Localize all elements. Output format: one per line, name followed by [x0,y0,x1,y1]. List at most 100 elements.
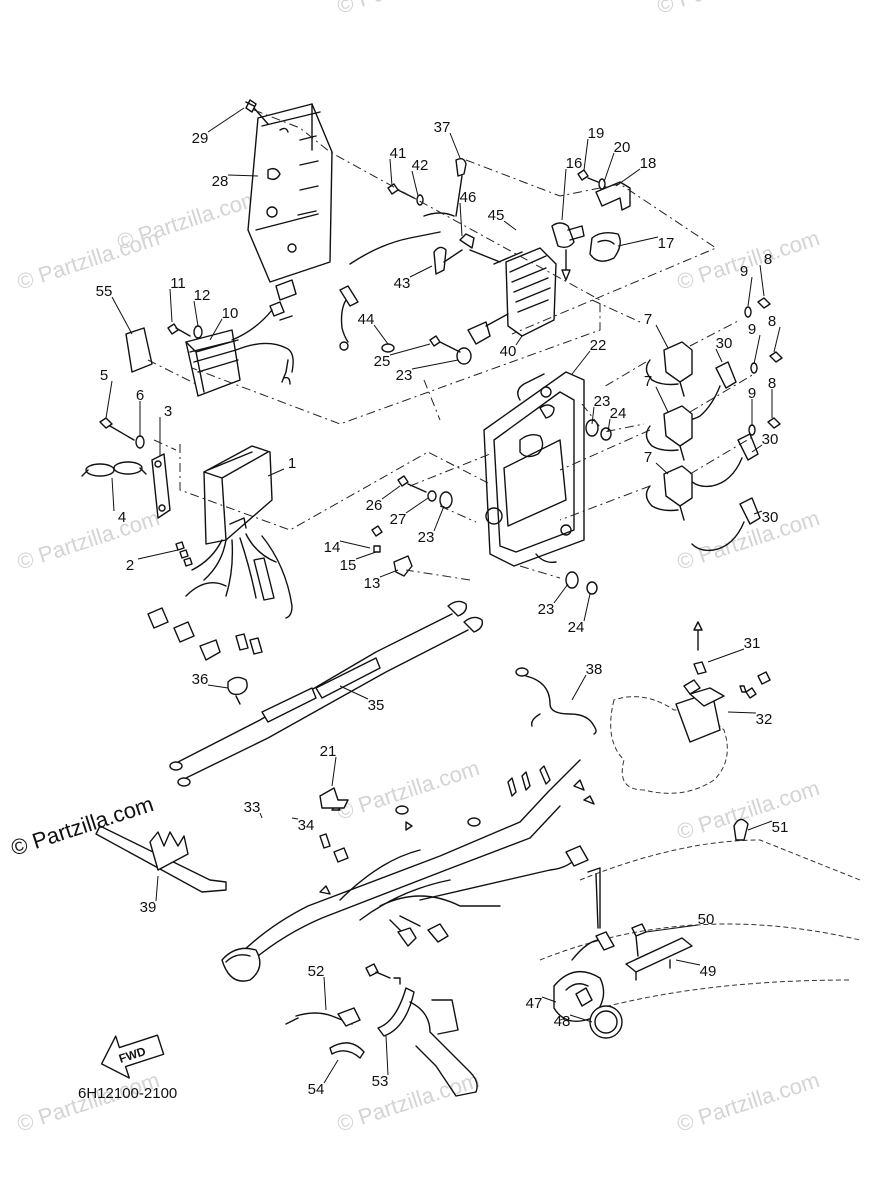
part-remote-connector [539,839,861,1039]
callout-24: 24 [568,619,585,636]
leader-line [339,540,371,549]
leader-line [291,817,299,820]
part-relay-assembly [467,169,631,345]
leader-line [409,265,433,278]
part-grommets-23 [439,347,612,595]
leader-line [503,220,517,231]
leader-line [449,132,461,159]
part-lead-38 [515,667,597,735]
part-bolt-5 [99,417,145,449]
callout-45: 45 [488,207,505,224]
leader-line [331,756,337,787]
callout-24: 24 [610,405,627,422]
part-holder-39 [95,825,227,893]
leader-line [617,236,659,247]
callout-23: 23 [538,601,555,618]
callout-34: 34 [298,817,315,834]
part-clamp-21 [319,787,349,809]
callout-35: 35 [368,697,385,714]
leader-line [111,477,115,512]
leader-line [675,959,701,966]
callout-9: 9 [748,385,756,402]
callout-25: 25 [374,353,391,370]
leader-line [753,334,761,365]
watermark-text: © Partzilla.com [334,1067,483,1137]
leader-line [381,485,401,500]
callout-6: 6 [136,387,144,404]
leader-line [515,335,523,346]
part-ignition-coils [645,341,761,552]
leader-line [645,924,699,933]
leader-line [169,288,173,323]
leader-line [355,551,377,560]
leader-line [155,875,159,902]
callout-18: 18 [640,155,657,172]
leader-line [591,406,595,425]
leader-line [751,444,763,453]
part-clamps-4 [81,461,147,477]
assembly-lines [147,109,755,581]
part-bolts-8 [744,297,783,436]
leader-line [433,505,445,532]
leader-line [193,300,199,327]
part-mounting-plate [483,371,585,567]
leader-line [759,264,765,297]
callout-31: 31 [744,635,761,652]
watermark-text: © Partzilla.com [674,225,823,295]
leader-line [111,296,133,335]
callout-9: 9 [748,321,756,338]
callout-23: 23 [594,393,611,410]
callout-7: 7 [644,449,652,466]
leader-line [405,497,429,514]
callout-36: 36 [192,671,209,688]
callout-29: 29 [192,130,209,147]
callout-30: 30 [716,335,733,352]
leader-line [207,107,245,133]
callout-30: 30 [762,509,779,526]
callout-8: 8 [764,251,772,268]
callout-16: 16 [566,155,583,172]
callout-54: 54 [308,1081,325,1098]
callout-43: 43 [394,275,411,292]
part-cdi-unit [147,445,293,661]
part-label-55 [125,327,153,373]
leader-line [727,711,757,714]
watermark-text: © Partzilla.com [334,755,483,825]
part-rectifier-regulator [185,279,297,397]
callout-44: 44 [358,311,375,328]
callout-47: 47 [526,995,543,1012]
part-bolts-25-26 [397,335,461,502]
leader-line [105,380,113,419]
callout-14: 14 [324,539,341,556]
leader-line [389,343,431,356]
brand-mark: © Partzilla.com [8,791,157,861]
part-bolt-29 [245,99,269,125]
callout-55: 55 [96,283,113,300]
leader-line [541,996,557,1003]
part-battery-cable [169,600,484,787]
leader-line [773,326,781,353]
callout-27: 27 [390,511,407,528]
drawing-code: 6H12100-2100 [78,1085,177,1102]
part-switch-52-54 [285,963,478,1097]
callout-13: 13 [364,575,381,592]
callout-50: 50 [698,911,715,928]
part-bracket-13 [371,525,413,577]
callout-39: 39 [140,899,157,916]
leader-line [655,324,669,349]
leader-line [373,324,389,345]
callout-9: 9 [740,263,748,280]
callout-53: 53 [372,1073,389,1090]
watermark-text: © Partzilla.com [674,775,823,845]
leader-line [753,510,763,515]
callout-4: 4 [118,509,126,526]
leader-line [569,1014,593,1023]
leader-line [747,276,753,307]
callout-40: 40 [500,343,517,360]
part-clip-51 [733,818,749,841]
callout-12: 12 [194,287,211,304]
watermark-text: © Partzilla.com [334,0,483,19]
leader-line [707,648,745,663]
callout-10: 10 [222,305,239,322]
